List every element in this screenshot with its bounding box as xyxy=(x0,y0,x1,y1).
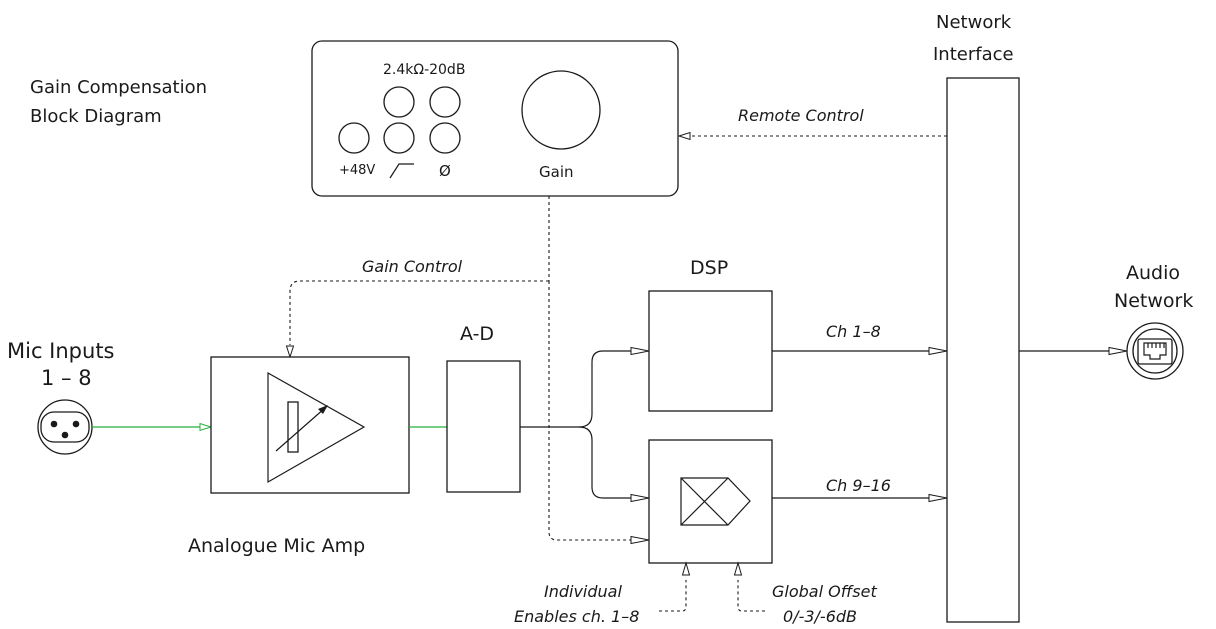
ch-1-8-label: Ch 1–8 xyxy=(826,322,881,341)
mic-inputs-label-line1: Mic Inputs xyxy=(7,339,115,363)
gain-control-line xyxy=(289,280,549,345)
dsp-block xyxy=(648,290,773,412)
ethernet-connector-icon xyxy=(1126,322,1184,380)
global-offset-line xyxy=(737,580,765,612)
ch-9-16-arrow xyxy=(928,493,948,503)
impedance-pad-label: 2.4kΩ-20dB xyxy=(383,62,465,78)
diagram-title-line2: Block Diagram xyxy=(30,106,162,127)
audio-network-label-line2: Network xyxy=(1114,290,1193,312)
remote-control-arrow xyxy=(677,131,691,141)
network-interface-label-line1: Network xyxy=(936,12,1012,33)
global-offset-label-line2: 0/-3/-6dB xyxy=(783,607,857,626)
individual-enables-label-line2: Enables ch. 1–8 xyxy=(514,607,639,626)
network-output-arrow xyxy=(1108,346,1128,356)
summing-icon xyxy=(680,477,751,526)
ad-to-gain-comp-arrow xyxy=(630,493,650,503)
phantom-power-button[interactable] xyxy=(338,122,370,154)
mic-amp-block xyxy=(210,356,410,494)
gain-control-branch-arrow xyxy=(630,535,650,545)
mic-inputs-label-line2: 1 – 8 xyxy=(41,366,92,390)
gain-control-label: Gain Control xyxy=(362,257,463,276)
individual-enables-arrow xyxy=(681,561,691,576)
high-pass-filter-button[interactable] xyxy=(383,122,415,154)
ad-to-gain-comp-line xyxy=(578,426,632,499)
gain-label: Gain xyxy=(539,163,574,181)
global-offset-label-line1: Global Offset xyxy=(772,582,877,601)
gain-control-branch-line xyxy=(548,281,632,541)
high-pass-filter-icon xyxy=(389,163,414,179)
dsp-label: DSP xyxy=(690,257,728,279)
remote-control-label: Remote Control xyxy=(738,106,864,125)
network-interface-block xyxy=(946,77,1020,623)
amplifier-icon xyxy=(267,371,366,484)
gain-knob[interactable] xyxy=(521,70,601,150)
impedance-button[interactable] xyxy=(383,86,415,118)
audio-network-label-line1: Audio xyxy=(1126,262,1180,284)
network-interface-label-line2: Interface xyxy=(933,44,1014,65)
phase-invert-button[interactable] xyxy=(429,122,461,154)
ad-label: A-D xyxy=(460,323,494,345)
mic-signal-arrow xyxy=(199,422,213,432)
pad-button[interactable] xyxy=(429,86,461,118)
gain-control-arrow xyxy=(285,345,295,359)
ad-to-dsp-line xyxy=(578,350,632,428)
xlr-connector-icon xyxy=(37,399,93,455)
phantom-power-label: +48V xyxy=(339,163,375,178)
mic-amp-label: Analogue Mic Amp xyxy=(188,535,365,557)
ch-9-16-label: Ch 9–16 xyxy=(826,476,891,495)
diagram-title-line1: Gain Compensation xyxy=(30,77,207,98)
gain-compensation-block xyxy=(648,439,773,564)
ad-to-dsp-arrow xyxy=(630,346,650,356)
global-offset-arrow xyxy=(733,561,743,576)
ad-converter-block xyxy=(446,360,521,493)
individual-enables-line xyxy=(659,580,687,612)
phase-label: Ø xyxy=(439,162,451,180)
individual-enables-label-line1: Individual xyxy=(544,582,622,601)
ch-1-8-arrow xyxy=(928,346,948,356)
